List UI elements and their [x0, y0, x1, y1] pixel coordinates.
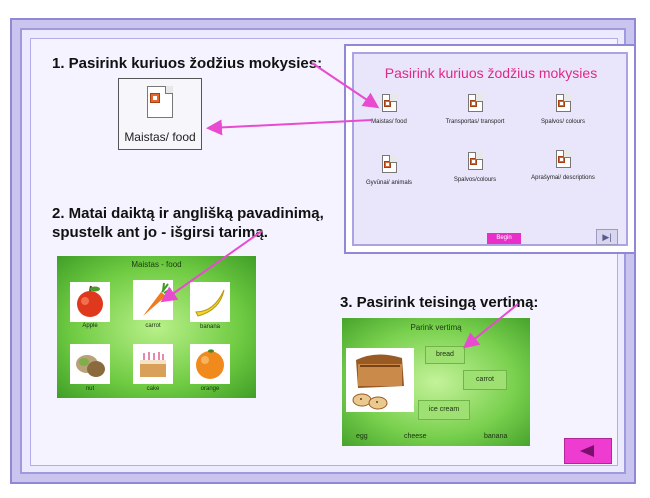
step-1-instruction: 1. Pasirink kuriuos žodžius mokysies: [52, 55, 323, 72]
food-label-banana: banana [199, 324, 221, 330]
arrow-step3-to-bread [462, 303, 519, 349]
menu-item-label: Aprašymai/ descriptions [531, 175, 595, 181]
food-card-cake[interactable] [133, 344, 173, 384]
menu-item-label: Spalvos/ colours [540, 119, 586, 125]
food-card-apple[interactable] [70, 282, 110, 322]
food-label-orange: orange [200, 386, 220, 392]
bread-image [346, 348, 414, 412]
cake-icon [140, 352, 166, 377]
food-card-orange[interactable] [190, 344, 230, 384]
food-label-apple: Apple [82, 323, 98, 329]
menu-item-animals[interactable]: Gyvūnai/ animals [354, 155, 424, 187]
selected-file-label: Maistas/ food [124, 130, 196, 144]
quiz-word-cheese: cheese [404, 433, 427, 440]
menu-item-label: Spalvos/colours [453, 177, 497, 183]
menu-item-food[interactable]: Maistas/ food [354, 94, 424, 126]
arrow-step2-to-carrot [160, 230, 263, 303]
quiz-option-ice-cream[interactable]: ice cream [418, 400, 470, 420]
powerpoint-file-icon [381, 155, 397, 173]
menu-panel [352, 52, 628, 246]
food-slide-title: Maistas - food [131, 260, 182, 269]
menu-item-transport[interactable]: Transportas/ transport [440, 94, 510, 126]
begin-button[interactable]: Begin [487, 233, 521, 244]
orange-icon [196, 349, 224, 379]
selected-file-maistas[interactable]: Maistas/ food [118, 78, 202, 150]
menu-item-colours[interactable]: Spalvos/ colours [528, 94, 598, 126]
powerpoint-file-icon [467, 94, 483, 112]
food-card-nut[interactable] [70, 344, 110, 384]
powerpoint-file-icon [467, 152, 483, 170]
banana-icon [195, 289, 225, 317]
menu-item-colours-2[interactable]: Spalvos/colours [440, 152, 510, 184]
quiz-title: Parink vertimą [410, 323, 462, 332]
quiz-word-egg: egg [356, 433, 368, 440]
menu-title: Pasirink kuriuos žodžius mokysies [384, 65, 598, 81]
quiz-option-carrot[interactable]: carrot [463, 370, 507, 390]
powerpoint-file-icon [381, 94, 397, 112]
back-arrow-icon[interactable] [564, 438, 612, 464]
skip-next-icon[interactable]: ▶| [596, 229, 618, 245]
arrow-step1-to-menu [311, 62, 380, 109]
menu-item-descriptions[interactable]: Aprašymai/ descriptions [528, 150, 598, 182]
powerpoint-file-icon [555, 94, 571, 112]
food-label-carrot: carrot [145, 323, 161, 329]
step-3-instruction: 3. Pasirink teisingą vertimą: [340, 294, 539, 311]
quiz-word-banana: banana [484, 433, 508, 440]
powerpoint-file-icon [147, 86, 173, 118]
menu-item-label: Transportas/ transport [445, 119, 505, 125]
food-label-nut: nut [85, 386, 95, 392]
arrow-menu-to-file [206, 119, 373, 136]
step-2-instruction: 2. Matai daiktą ir anglišką pavadinimą, … [52, 205, 324, 241]
menu-item-label: Gyvūnai/ animals [365, 180, 413, 186]
nut-icon [76, 355, 105, 377]
menu-item-label: Maistas/ food [371, 119, 407, 125]
quiz-option-bread[interactable]: bread [425, 346, 465, 364]
food-card-banana[interactable] [190, 282, 230, 322]
powerpoint-file-icon [555, 150, 571, 168]
apple-icon [77, 285, 103, 317]
food-label-cake: cake [146, 386, 160, 392]
